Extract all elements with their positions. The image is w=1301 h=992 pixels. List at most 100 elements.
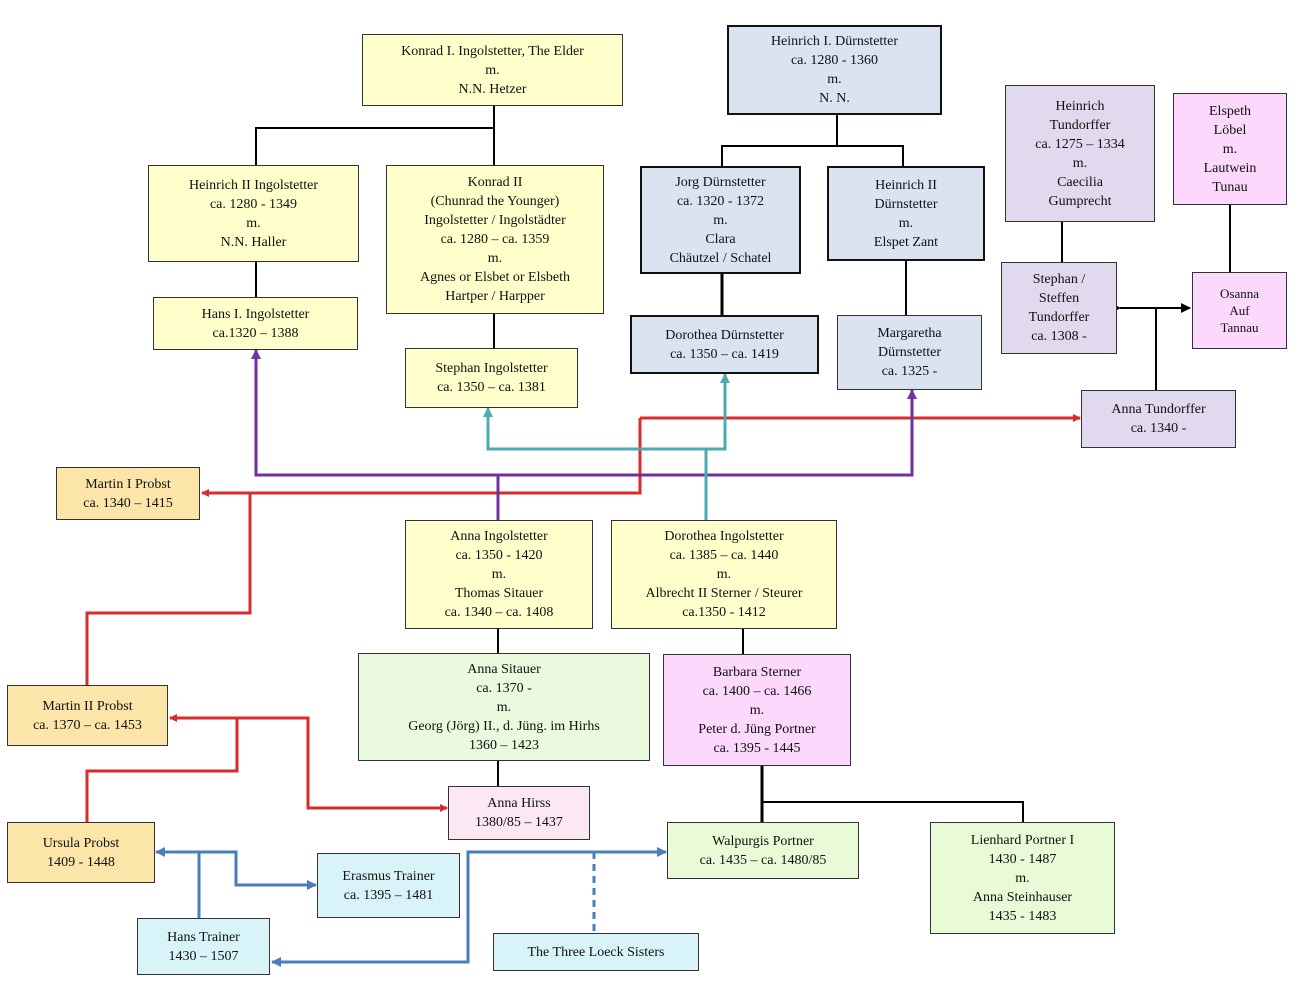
box-text-line: ca. 1385 – ca. 1440 <box>669 548 779 563</box>
box-text-line: Elspet Zant <box>873 234 939 250</box>
box-text-line: The Three Loeck Sisters <box>527 944 665 960</box>
box-text-line: Tundorffer <box>1028 310 1090 325</box>
box-text-line: Caecilia <box>1057 174 1103 190</box>
box-text-line: m. <box>716 567 732 582</box>
person-heinrich-ii-durnstetter: Heinrich II Dürnstetter m. Elspet Zant <box>827 166 985 261</box>
person-erasmus-trainer: Erasmus Trainer ca. 1395 – 1481 <box>317 853 460 918</box>
box-text-line: Löbel <box>1213 122 1247 138</box>
box-text-line: Ursula Probst <box>42 835 120 851</box>
box-text-line: Osanna <box>1220 286 1259 301</box>
box-text-line: m. <box>1072 155 1088 171</box>
box-text-line: m. <box>491 567 507 582</box>
box-text-line: Dorothea Ingolstetter <box>664 529 784 544</box>
person-ursula-probst: Ursula Probst 1409 - 1448 <box>7 822 155 883</box>
box-text-line: Tundorffer <box>1049 117 1111 133</box>
box-text-line: Thomas Sitauer <box>454 586 544 601</box>
box-text-line: ca. 1280 – ca. 1359 <box>440 232 550 247</box>
box-text-line: ca. 1350 - 1420 <box>455 548 543 563</box>
box-text-line: ca. 1280 - 1360 <box>790 53 879 68</box>
box-text-line: ca. 1275 – 1334 <box>1035 136 1125 152</box>
box-text-line: m. <box>1222 141 1238 157</box>
box-text-line: Heinrich <box>1055 98 1105 114</box>
box-text-line: m. <box>713 212 728 228</box>
box-text-line: ca. 1280 - 1349 <box>209 196 298 212</box>
box-text-line: m. <box>496 699 512 715</box>
box-text-line: Martin I Probst <box>85 476 171 492</box>
box-text-line: Konrad II <box>467 175 523 190</box>
box-text-line: Anna Tundorffer <box>1111 402 1206 417</box>
person-anna-tundorffer: Anna Tundorffer ca. 1340 - <box>1081 390 1236 448</box>
box-text-line: Jorg Dürnstetter <box>675 174 766 190</box>
person-heinrich-ii-ingolstetter: Heinrich II Ingolstetter ca. 1280 - 1349 m… <box>148 165 359 262</box>
box-text-line: m. <box>246 215 261 231</box>
black-lineage-lines <box>255 106 1231 822</box>
box-text-line: Peter d. Jüng Portner <box>698 721 816 737</box>
box-text-line: ca. 1350 – ca. 1419 <box>670 346 779 362</box>
box-text-line: m. <box>1015 870 1030 886</box>
box-text-line: ca. 1370 - <box>476 680 532 696</box>
box-text-line: 1360 – 1423 <box>469 737 539 753</box>
box-text-line: m. <box>487 251 503 266</box>
box-text-line: Steffen <box>1038 291 1080 306</box>
box-text-line: Hartper / Harpper <box>445 289 545 304</box>
box-text-line: Tunau <box>1212 179 1248 195</box>
box-text-line: ca. 1395 – 1481 <box>343 887 434 903</box>
box-text-line: ca. 1320 - 1372 <box>676 193 765 209</box>
blue-lineage-lines <box>155 847 667 967</box>
box-text-line: ca. 1325 - <box>881 364 938 379</box>
person-konrad-ii: Konrad II (Chunrad the Younger) Ingolstett… <box>386 165 604 314</box>
box-text-line: Heinrich II Ingolstetter <box>188 177 319 193</box>
box-text-line: Konrad I. Ingolstetter, The Elder <box>401 43 584 59</box>
box-text-line: (Chunrad the Younger) <box>430 194 560 209</box>
box-text-line: Anna Steinhauser <box>972 889 1073 905</box>
box-text-line: Agnes or Elsbet or Elsbeth <box>419 270 571 285</box>
box-text-line: ca. 1400 – ca. 1466 <box>702 683 812 699</box>
box-text-line: ca. 1350 – ca. 1381 <box>437 380 546 395</box>
box-text-line: m. <box>898 215 914 231</box>
box-text-line: Stephan / <box>1032 272 1086 287</box>
box-text-line: Anna Sitauer <box>467 661 541 677</box>
box-text-line: N. N. <box>819 91 850 106</box>
box-text-line: Clara <box>705 231 736 247</box>
box-text-line: Heinrich II <box>875 177 937 193</box>
box-text-line: N.N. Haller <box>220 234 287 250</box>
box-text-line: Hans Trainer <box>167 929 240 945</box>
box-text-line: Walpurgis Portner <box>712 833 814 849</box>
box-text-line: ca. 1308 - <box>1031 329 1087 344</box>
box-text-line: Erasmus Trainer <box>342 868 435 884</box>
box-text-line: Ingolstetter / Ingolstädter <box>424 213 566 228</box>
box-text-line: ca. 1340 - <box>1130 421 1187 436</box>
person-dorothea-ingolstetter: Dorothea Ingolstetter ca. 1385 – ca. 1440… <box>611 520 837 629</box>
box-text-line: ca. 1340 – ca. 1408 <box>444 605 554 620</box>
box-text-line: N.N. Hetzer <box>458 81 527 97</box>
teal-lineage-lines <box>483 373 730 520</box>
box-text-line: ca.1350 - 1412 <box>682 605 766 620</box>
box-text-line: m. <box>485 62 500 78</box>
box-text-line: 1409 - 1448 <box>47 854 115 870</box>
box-text-line: Tannau <box>1220 320 1259 335</box>
box-text-line: m. <box>749 702 765 718</box>
box-text-line: Dürnstetter <box>874 196 938 212</box>
box-text-line: Lautwein <box>1203 160 1257 176</box>
box-text-line: m. <box>827 72 842 87</box>
purple-lineage-lines <box>251 349 917 520</box>
red-lineage-lines <box>85 414 1081 822</box>
box-text-line: 1430 - 1487 <box>988 851 1057 867</box>
box-text-line: Dorothea Dürnstetter <box>665 327 784 343</box>
